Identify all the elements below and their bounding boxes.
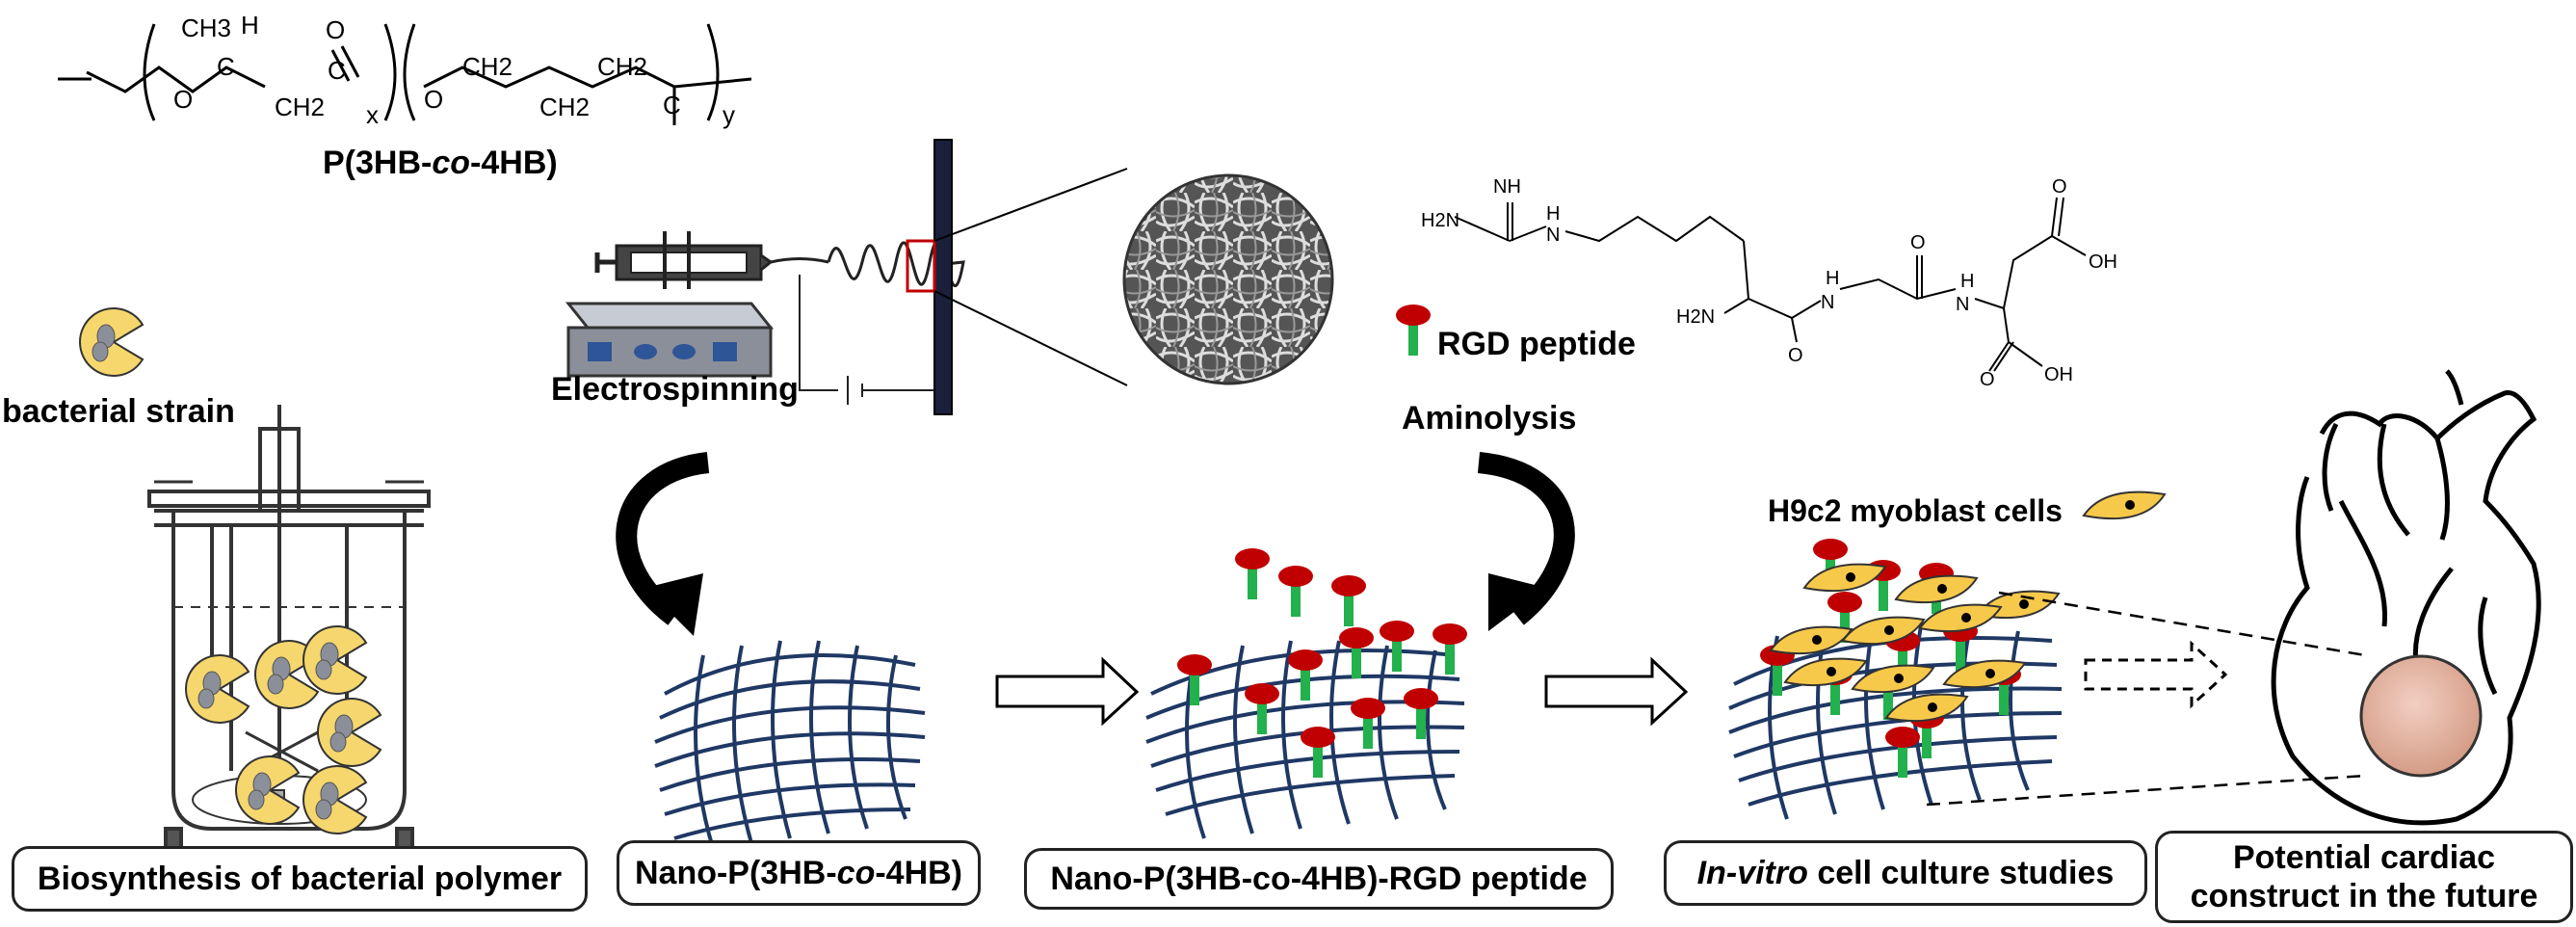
rgd-peptide-label: RGD peptide	[1437, 326, 1636, 362]
rgd-n2: N	[1821, 292, 1834, 313]
rgd-h2n-mid: H2N	[1676, 306, 1715, 328]
formula-x: x	[366, 100, 379, 129]
rgd-n3: N	[1956, 294, 1969, 315]
nanofiber-mesh	[654, 640, 926, 849]
dashed-block-arrow	[2084, 640, 2228, 709]
bacterium-icon	[78, 307, 144, 377]
curved-arrow-right	[1477, 452, 1575, 625]
aminolysis-label: Aminolysis	[1402, 400, 1577, 437]
myoblast-label: H9c2 myoblast cells	[1768, 493, 2063, 528]
caption-nano-rgd: Nano-P(3HB-co-4HB)-RGD peptide	[1024, 848, 1614, 910]
bacterium-icon	[302, 765, 367, 834]
rgd-n1: N	[1546, 225, 1560, 246]
caption-nano-polymer: Nano-P(3HB-co-4HB)	[617, 840, 981, 906]
caption-in-vitro-rest: cell culture studies	[1807, 855, 2115, 891]
formula-ch2-c: CH2	[539, 93, 590, 121]
rgd-h-n3: H	[1960, 271, 1974, 292]
heart-outline	[2271, 369, 2541, 826]
caption-nano-part2: -4HB)	[875, 855, 963, 891]
formula-ch2-d: CH2	[597, 52, 647, 81]
polymer-name-part1: P(3HB-	[323, 145, 433, 181]
polymer-name-part2: -4HB)	[470, 145, 558, 181]
formula-c3: C	[663, 91, 681, 119]
collector-plate	[933, 139, 953, 415]
bacterium-icon	[184, 654, 250, 724]
rgd-o4: O	[1980, 369, 1995, 390]
zoom-lines	[933, 168, 1128, 386]
rgd-nh: NH	[1493, 176, 1521, 198]
caption-cardiac-line1: Potential cardiac	[2232, 839, 2496, 876]
block-arrow-1	[995, 656, 1140, 727]
formula-h: H	[241, 11, 259, 40]
caption-cardiac-construct: Potential cardiac construct in the futur…	[2155, 831, 2573, 923]
formula-o2: O	[424, 85, 443, 114]
formula-o-double: O	[326, 15, 345, 44]
rgd-h2n-top: H2N	[1421, 210, 1459, 231]
caption-biosynthesis: Biosynthesis of bacterial polymer	[12, 846, 588, 912]
polymer-name: P(3HB-co-4HB)	[323, 145, 558, 182]
bioreactor	[147, 405, 431, 861]
formula-c2: C	[328, 56, 346, 85]
rgd-o2: O	[1910, 232, 1926, 253]
polymer-name-italic: co	[432, 145, 471, 181]
rgd-structure: NH H2N H N H2N O H N O H N O OH O OH	[1421, 176, 2117, 390]
bacterium-icon	[302, 625, 367, 695]
rgd-oh2: OH	[2044, 364, 2073, 385]
block-arrow-2	[1544, 656, 1689, 727]
caption-in-vitro-italic: In-vitro	[1696, 855, 1808, 891]
formula-ch2-b: CH2	[462, 52, 513, 81]
rgd-peptide-icon	[1396, 305, 1431, 356]
polymer-structure: CH3 H C O O CH2 C x O CH2 CH2 CH2 C y	[58, 11, 752, 129]
formula-y: y	[723, 100, 735, 129]
rgd-oh1: OH	[2089, 252, 2117, 273]
voltage-circuit	[799, 275, 934, 405]
caption-nano-italic: co	[836, 855, 876, 891]
caption-in-vitro: In-vitro cell culture studies	[1664, 840, 2147, 906]
rgd-o1: O	[1788, 345, 1803, 366]
nanofiber-sem-image	[1122, 173, 1334, 385]
electrospinning-label: Electrospinning	[551, 371, 799, 408]
caption-cardiac-line2: construct in the future	[2190, 878, 2538, 914]
curved-arrow-right-head	[1488, 573, 1546, 631]
formula-c1: C	[217, 52, 235, 81]
formula-o1: O	[173, 85, 193, 114]
bacterium-icon	[234, 755, 300, 825]
myoblast-cell-icon	[2083, 490, 2166, 520]
bacterium-icon	[316, 698, 381, 767]
rgd-h-n1: H	[1546, 203, 1560, 225]
projection-lines	[1926, 591, 2366, 807]
rgd-h-n2: H	[1826, 268, 1839, 289]
rgd-peptides-on-mesh	[1177, 548, 1467, 778]
bacterial-strain-label: bacterial strain	[2, 393, 235, 430]
syringe-icon	[594, 231, 829, 289]
zoom-region	[906, 239, 936, 293]
formula-ch2-a: CH2	[275, 93, 325, 121]
electrospinning-pump	[565, 302, 775, 378]
rgd-o3: O	[2052, 176, 2067, 198]
caption-nano-part1: Nano-P(3HB-	[634, 855, 837, 891]
curved-arrow-left-head	[645, 573, 703, 636]
formula-ch3: CH3	[181, 13, 231, 42]
cardiac-construct	[2359, 654, 2483, 778]
curved-arrow-left	[616, 452, 710, 625]
